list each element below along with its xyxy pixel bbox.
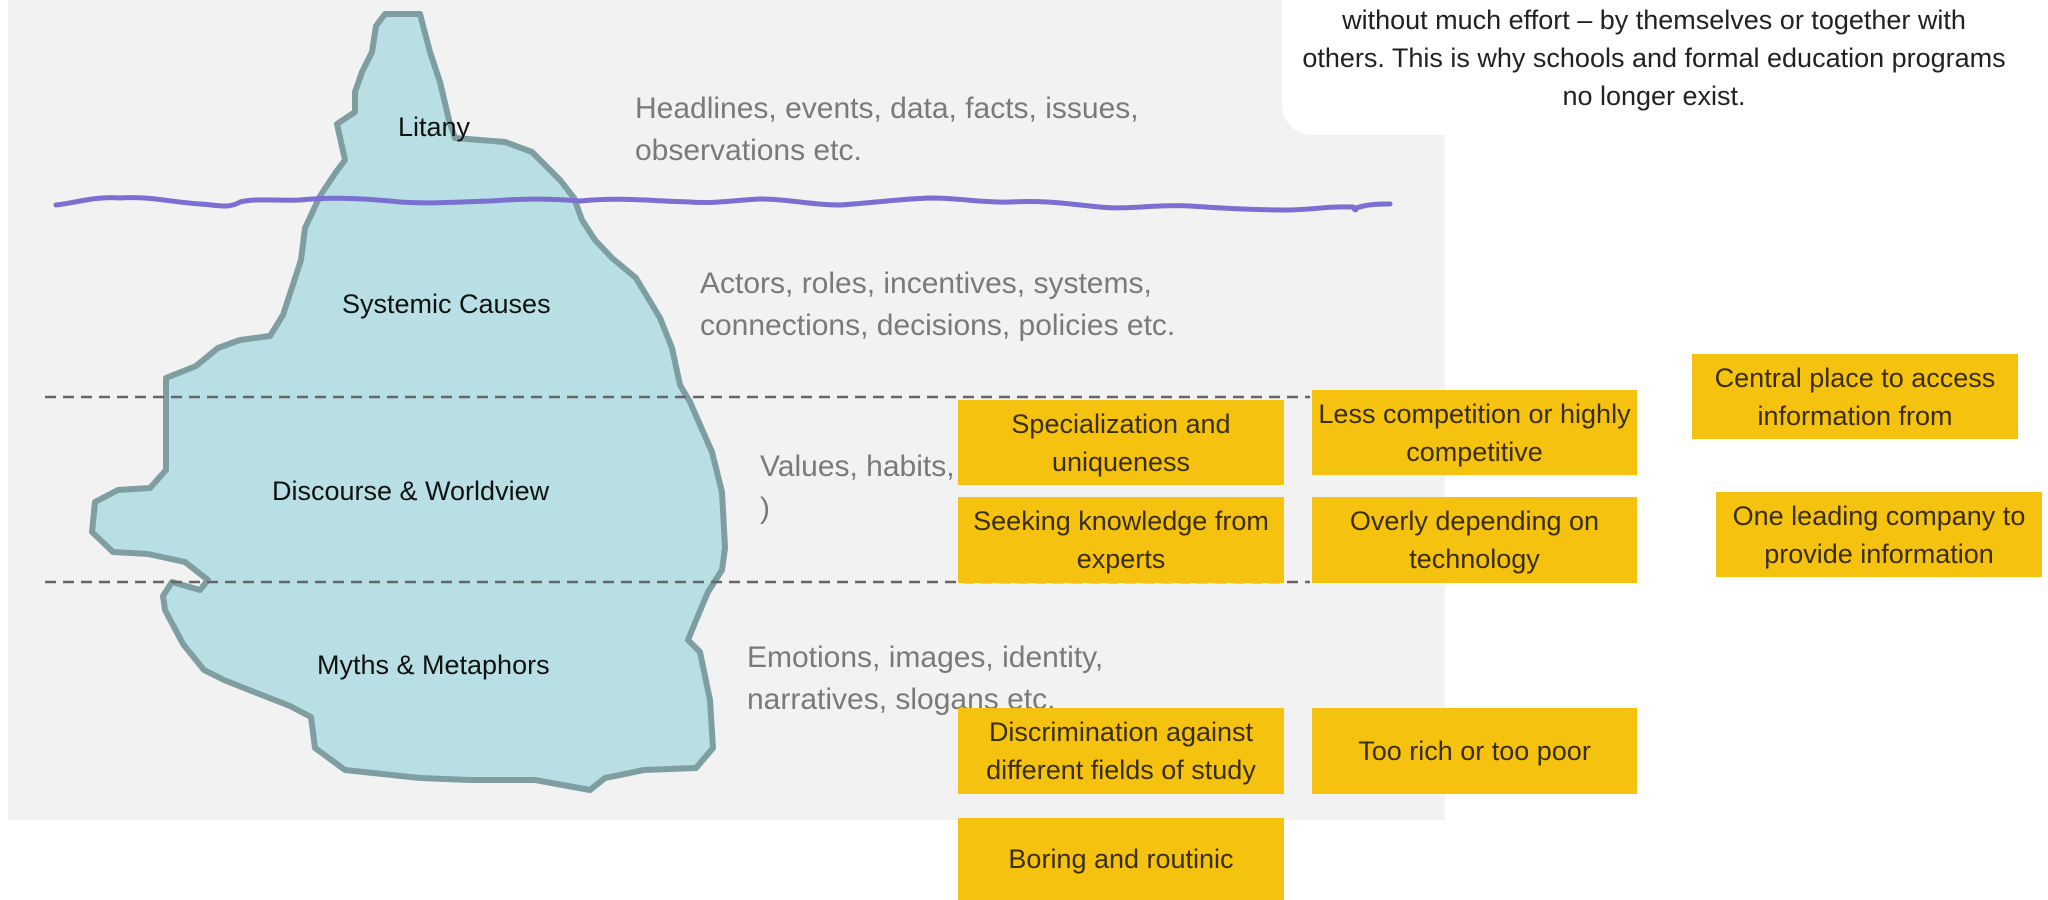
sticky-note[interactable]: Central place to access information from	[1692, 354, 2018, 439]
waterline	[53, 195, 1393, 213]
level-label-discourse-worldview: Discourse & Worldview	[272, 476, 550, 506]
sticky-note[interactable]: Overly depending on technology	[1312, 497, 1637, 583]
sticky-note-text: Discrimination against different fields …	[986, 717, 1256, 785]
sticky-note[interactable]: Specialization and uniqueness	[958, 400, 1284, 485]
callout-text: without much effort – by themselves or t…	[1302, 5, 2006, 111]
level-label-myths-metaphors: Myths & Metaphors	[317, 650, 550, 680]
sticky-note-text: Seeking knowledge from experts	[973, 506, 1269, 574]
sticky-note-text: Boring and routinic	[1008, 844, 1234, 874]
iceberg-shape	[89, 11, 728, 793]
sticky-note-text: Central place to access information from	[1714, 362, 1996, 431]
sticky-note-text: Less competition or highly competitive	[1318, 398, 1631, 467]
description-systemic-causes-text: Actors, roles, incentives, systems, conn…	[700, 267, 1176, 342]
sticky-note[interactable]: Less competition or highly competitive	[1312, 390, 1637, 475]
level-label-litany: Litany	[398, 112, 471, 142]
description-systemic-causes: Actors, roles, incentives, systems, conn…	[700, 263, 1260, 347]
description-myths-metaphors-text: Emotions, images, identity, narratives, …	[747, 641, 1104, 716]
level-label-systemic-causes: Systemic Causes	[342, 289, 551, 319]
sticky-note[interactable]: Discrimination against different fields …	[958, 708, 1284, 794]
description-litany-text: Headlines, events, data, facts, issues, …	[635, 92, 1139, 167]
text-callout: without much effort – by themselves or t…	[1282, 0, 2048, 135]
sticky-note-text: Too rich or too poor	[1358, 736, 1591, 766]
sticky-note[interactable]: Seeking knowledge from experts	[958, 497, 1284, 583]
sticky-note-text: Overly depending on technology	[1349, 506, 1600, 574]
sticky-note[interactable]: Boring and routinic	[958, 818, 1284, 900]
description-litany: Headlines, events, data, facts, issues, …	[635, 88, 1195, 172]
sticky-note-text: One leading company to provide informati…	[1732, 500, 2026, 569]
sticky-note-text: Specialization and uniqueness	[1011, 408, 1231, 477]
sticky-note[interactable]: One leading company to provide informati…	[1716, 492, 2042, 577]
sticky-note[interactable]: Too rich or too poor	[1312, 708, 1637, 794]
